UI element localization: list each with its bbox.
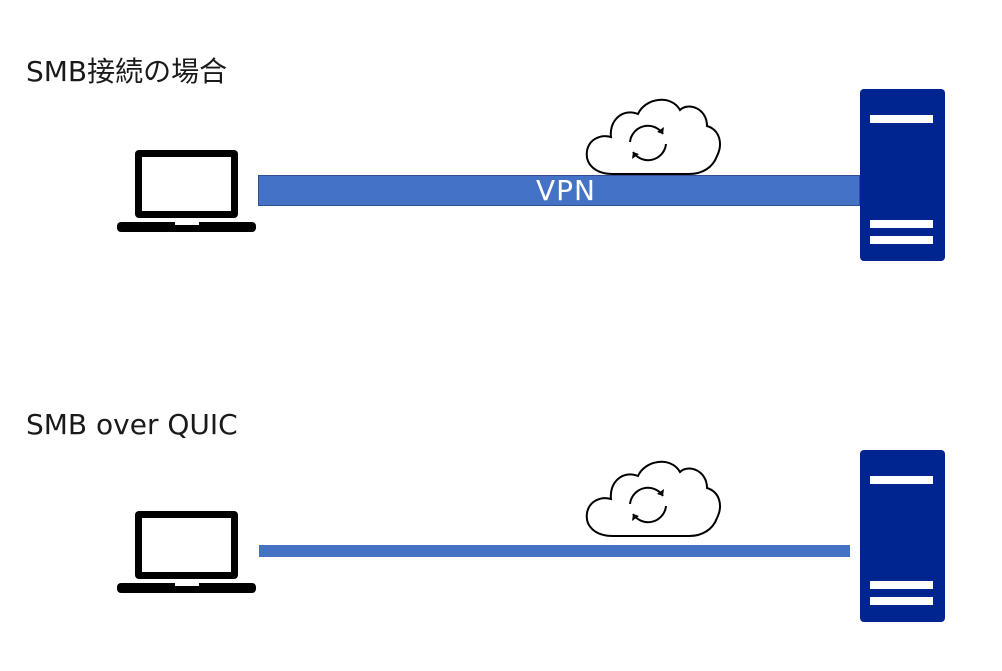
quic-connection-line (259, 545, 850, 557)
cloud-sync-icon (583, 94, 723, 182)
laptop-icon (115, 147, 258, 239)
scenario-title-smb-quic: SMB over QUIC (26, 408, 238, 441)
scenario-title-smb-vpn: SMB接続の場合 (26, 55, 228, 88)
laptop-icon (115, 508, 258, 600)
server-icon (860, 89, 945, 265)
cloud-sync-icon (583, 456, 723, 544)
server-icon (860, 450, 945, 626)
vpn-label: VPN (536, 174, 596, 207)
vpn-tunnel: VPN (258, 174, 860, 207)
